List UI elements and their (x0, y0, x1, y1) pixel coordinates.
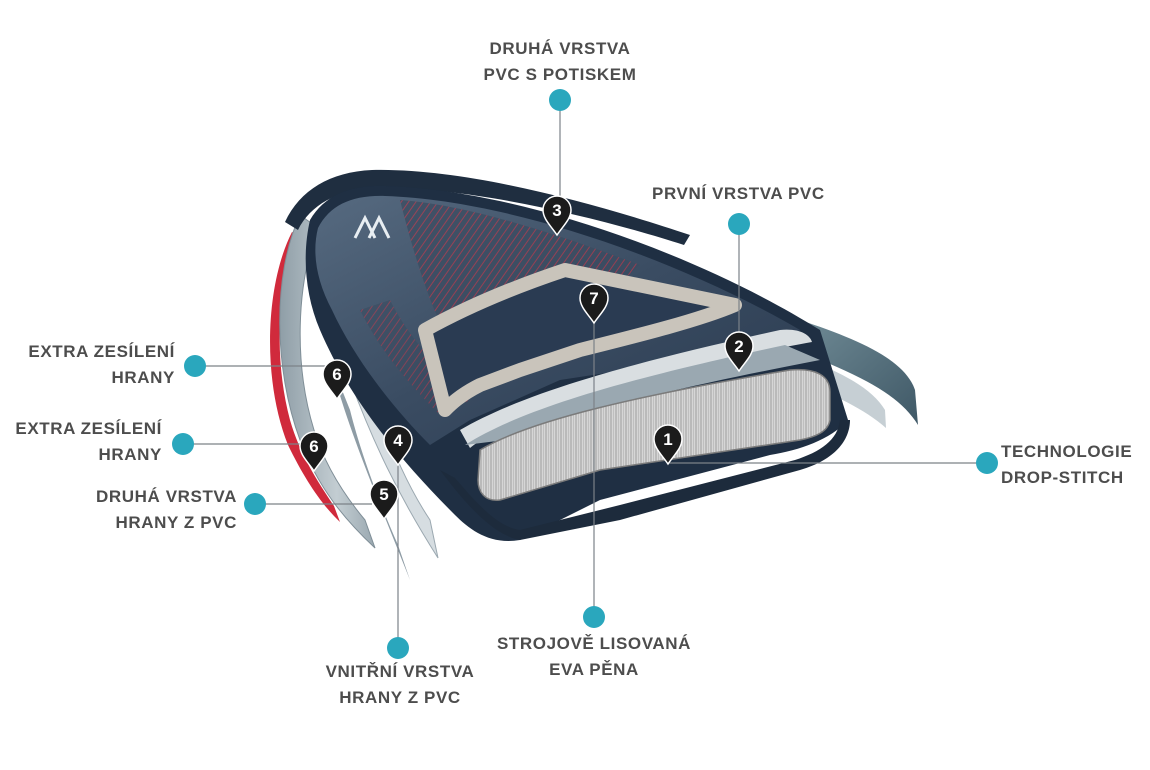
label-line: DRUHÁ VRSTVA (95, 487, 237, 506)
label-prvni-vrstva-pvc: PRVNÍ VRSTVA PVC (652, 181, 852, 207)
callout-dot-prvni-vrstva-pvc[interactable] (728, 213, 750, 235)
callout-dot-drop-stitch[interactable] (976, 452, 998, 474)
label-line: VNITŘNÍ VRSTVA (325, 662, 475, 681)
marker-pin-3[interactable]: 3 (542, 195, 572, 237)
red-edge-strip (270, 232, 340, 522)
marker-label-4: 4 (393, 431, 403, 450)
label-line: TECHNOLOGIE (1001, 442, 1133, 461)
marker-label-7: 7 (589, 289, 598, 308)
marker-label-3: 3 (552, 201, 561, 220)
label-line: EXTRA ZESÍLENÍ (15, 419, 162, 438)
label-line: DROP-STITCH (1001, 468, 1124, 487)
marker-label-2: 2 (734, 337, 743, 356)
callout-dot-extra-zesileni-1[interactable] (184, 355, 206, 377)
marker-pin-6a[interactable]: 6 (322, 359, 352, 401)
marker-pin-2[interactable]: 2 (724, 331, 754, 373)
marker-pin-6b[interactable]: 6 (299, 431, 329, 473)
label-extra-zesileni-hrany-1: EXTRA ZESÍLENÍ HRANY (10, 339, 175, 391)
callout-dot-extra-zesileni-2[interactable] (172, 433, 194, 455)
outer-rail-layer (279, 214, 376, 549)
label-technologie-drop-stitch: TECHNOLOGIE DROP-STITCH (1001, 439, 1146, 491)
marker-pin-1[interactable]: 1 (653, 424, 683, 466)
callout-dot-druha-vrstva-pvc[interactable] (549, 89, 571, 111)
leader-lines (183, 100, 987, 648)
label-druha-vrstva-pvc: DRUHÁ VRSTVA PVC S POTISKEM (460, 36, 660, 88)
marker-label-5: 5 (379, 485, 388, 504)
rail-layer-4 (330, 360, 410, 580)
callout-dot-eva-pena[interactable] (583, 606, 605, 628)
marker-pin-7[interactable]: 7 (579, 283, 609, 325)
callout-dot-druha-vrstva-hrany[interactable] (244, 493, 266, 515)
label-extra-zesileni-hrany-2: EXTRA ZESÍLENÍ HRANY (0, 416, 162, 468)
brand-logo (353, 214, 391, 239)
callout-dot-vnitrni-vrstva[interactable] (387, 637, 409, 659)
marker-label-1: 1 (663, 430, 672, 449)
label-line: STROJOVĚ LISOVANÁ (496, 634, 692, 653)
label-line: HRANY Z PVC (115, 513, 237, 532)
marker-label-6a: 6 (332, 365, 341, 384)
label-line: HRANY (111, 368, 175, 387)
label-vnitrni-vrstva-hrany: VNITŘNÍ VRSTVA HRANY Z PVC (300, 659, 500, 711)
label-line: EXTRA ZESÍLENÍ (28, 342, 175, 361)
label-line: HRANY (98, 445, 162, 464)
label-line: EVA PĚNA (549, 660, 639, 679)
label-line: PVC S POTISKEM (483, 65, 637, 84)
number-markers: 3 2 6 6 4 5 7 1 (299, 195, 754, 521)
label-line: DRUHÁ VRSTVA (489, 39, 631, 58)
label-line: PRVNÍ VRSTVA PVC (652, 184, 825, 203)
label-line: HRANY Z PVC (339, 688, 461, 707)
label-druha-vrstva-hrany: DRUHÁ VRSTVA HRANY Z PVC (50, 484, 237, 536)
top-rail-band (285, 169, 690, 245)
label-strojove-lisovana: STROJOVĚ LISOVANÁ EVA PĚNA (484, 631, 704, 683)
marker-label-6b: 6 (309, 437, 318, 456)
eva-foam-pad (418, 263, 742, 417)
paddle-board-illustration (270, 169, 918, 580)
marker-pin-5[interactable]: 5 (369, 479, 399, 521)
right-rail-layer (800, 320, 918, 425)
marker-pin-4[interactable]: 4 (383, 425, 413, 467)
callout-dots (172, 89, 998, 659)
